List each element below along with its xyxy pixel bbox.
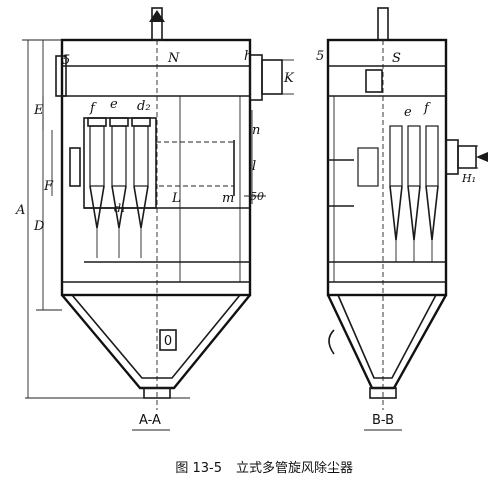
cyclone-tubes-b bbox=[389, 125, 439, 262]
cyclone-tubes bbox=[87, 117, 151, 258]
flow-arrow-out-icon bbox=[476, 152, 488, 162]
dim-e-top-label: e bbox=[110, 97, 118, 112]
dim-a-label: A bbox=[15, 203, 25, 218]
figure-number: 图 13-5 bbox=[175, 461, 222, 476]
dim-f-label: f bbox=[89, 101, 97, 116]
dim-d2-label: d₂ bbox=[137, 99, 151, 114]
dim-n-label: N bbox=[167, 51, 180, 66]
section-a-label: A-A bbox=[139, 413, 161, 428]
dim-big-s-label: S bbox=[392, 51, 401, 66]
dim-h1-label: H₁ bbox=[461, 172, 476, 185]
dim-f-upper-label: F bbox=[43, 179, 54, 194]
dim-l-right-label: l bbox=[252, 159, 256, 174]
dim-f-b-label: f bbox=[423, 101, 431, 116]
section-a-a-view: 0 A D E F 5 N f e d₂ d₁ L m n l 50 h K A… bbox=[15, 7, 295, 431]
dim-h-label: h bbox=[244, 49, 252, 64]
hopper-tag-box bbox=[159, 329, 177, 351]
section-b-label: B-B bbox=[372, 413, 394, 428]
inlet-pipe-b bbox=[377, 7, 389, 41]
hopper-tag: 0 bbox=[164, 334, 172, 349]
dim-m-label: m bbox=[222, 191, 234, 206]
access-door bbox=[55, 55, 67, 97]
flow-arrow-icon bbox=[149, 10, 165, 22]
figure-title: 立式多管旋风除尘器 bbox=[236, 460, 353, 476]
dim-l-label: L bbox=[171, 191, 181, 206]
section-b-b-view: 5 S e f H₁ B-B bbox=[316, 7, 488, 431]
dim-s-label: 5 bbox=[62, 53, 70, 68]
outlet-stub bbox=[357, 147, 379, 187]
dim-e-b-label: e bbox=[404, 105, 412, 120]
hopper-handle bbox=[328, 329, 335, 355]
dim-k-label: K bbox=[283, 71, 295, 86]
dust-hopper bbox=[61, 294, 251, 390]
dim-s-b-label: 5 bbox=[316, 49, 324, 64]
dim-d-label: D bbox=[33, 219, 45, 234]
outlet-duct bbox=[155, 141, 235, 187]
dim-d1-label: d₁ bbox=[114, 202, 125, 215]
dim-e-label: E bbox=[33, 103, 44, 118]
dim-n-right-label: n bbox=[252, 123, 260, 138]
dim-50-label: 50 bbox=[250, 190, 264, 203]
